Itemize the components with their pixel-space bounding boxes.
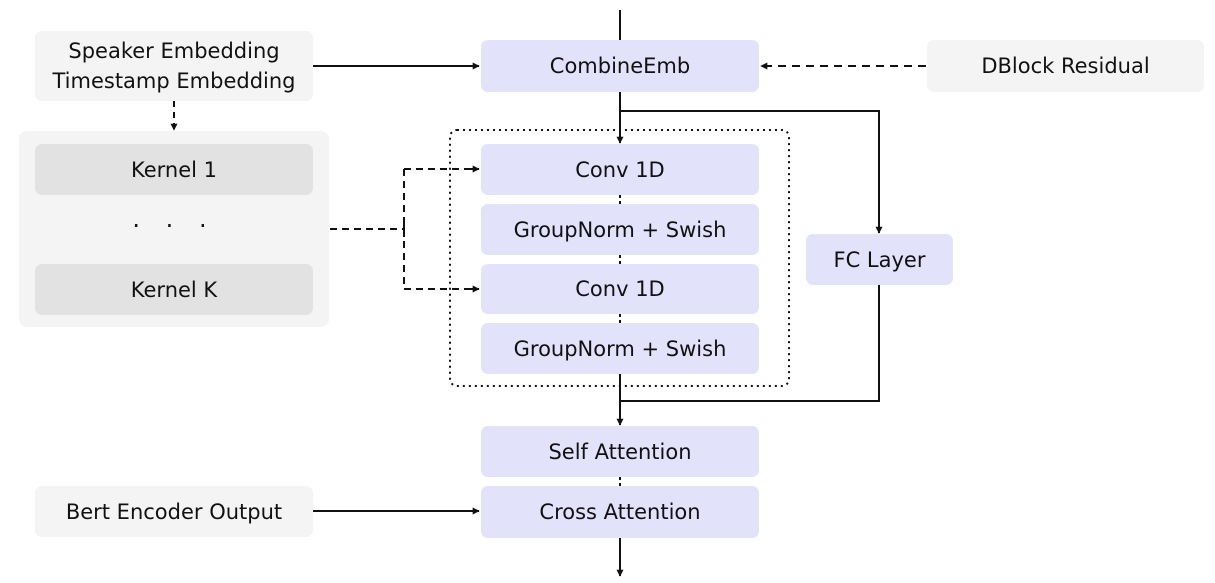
combine-emb-label: CombineEmb (549, 54, 691, 78)
dblock-residual-label: DBlock Residual (981, 54, 1150, 78)
groupnorm-swish-a-node: GroupNorm + Swish (481, 204, 759, 255)
timestamp-embedding-label: Timestamp Embedding (52, 69, 296, 93)
kernel-k-node: Kernel K (35, 264, 313, 315)
kernel-1-node: Kernel 1 (35, 144, 313, 195)
edge-fc-to-merge (620, 285, 880, 402)
combine-emb-node: CombineEmb (481, 40, 759, 92)
fc-layer-label: FC Layer (833, 247, 926, 272)
bert-encoder-output-node: Bert Encoder Output (35, 486, 313, 537)
kernel-ellipsis: · · · (132, 212, 216, 240)
bert-encoder-output-label: Bert Encoder Output (65, 499, 283, 524)
dblock-residual-node: DBlock Residual (927, 40, 1204, 92)
cross-attention-label: Cross Attention (539, 500, 701, 524)
self-attention-node: Self Attention (481, 426, 759, 477)
kernel-1-label: Kernel 1 (130, 157, 217, 182)
conv1d-b-label: Conv 1D (575, 277, 665, 301)
conv1d-a-label: Conv 1D (575, 157, 665, 182)
fc-layer-node: FC Layer (806, 234, 953, 285)
conv-block-group (449, 129, 790, 387)
kernel-k-label: Kernel K (130, 277, 218, 302)
self-attention-label: Self Attention (548, 439, 692, 464)
groupnorm-swish-a-label: GroupNorm + Swish (513, 217, 727, 242)
speaker-embedding-label: Speaker Embedding (68, 39, 280, 63)
cross-attention-node: Cross Attention (481, 486, 759, 538)
speaker-timestamp-embedding-node: Speaker Embedding Timestamp Embedding (35, 31, 313, 101)
conv1d-b-node: Conv 1D (481, 264, 759, 314)
conv1d-a-node: Conv 1D (481, 144, 759, 195)
groupnorm-swish-b-label: GroupNorm + Swish (513, 336, 727, 361)
edge-combine-to-fc (620, 110, 883, 234)
groupnorm-swish-b-node: GroupNorm + Swish (481, 323, 759, 374)
